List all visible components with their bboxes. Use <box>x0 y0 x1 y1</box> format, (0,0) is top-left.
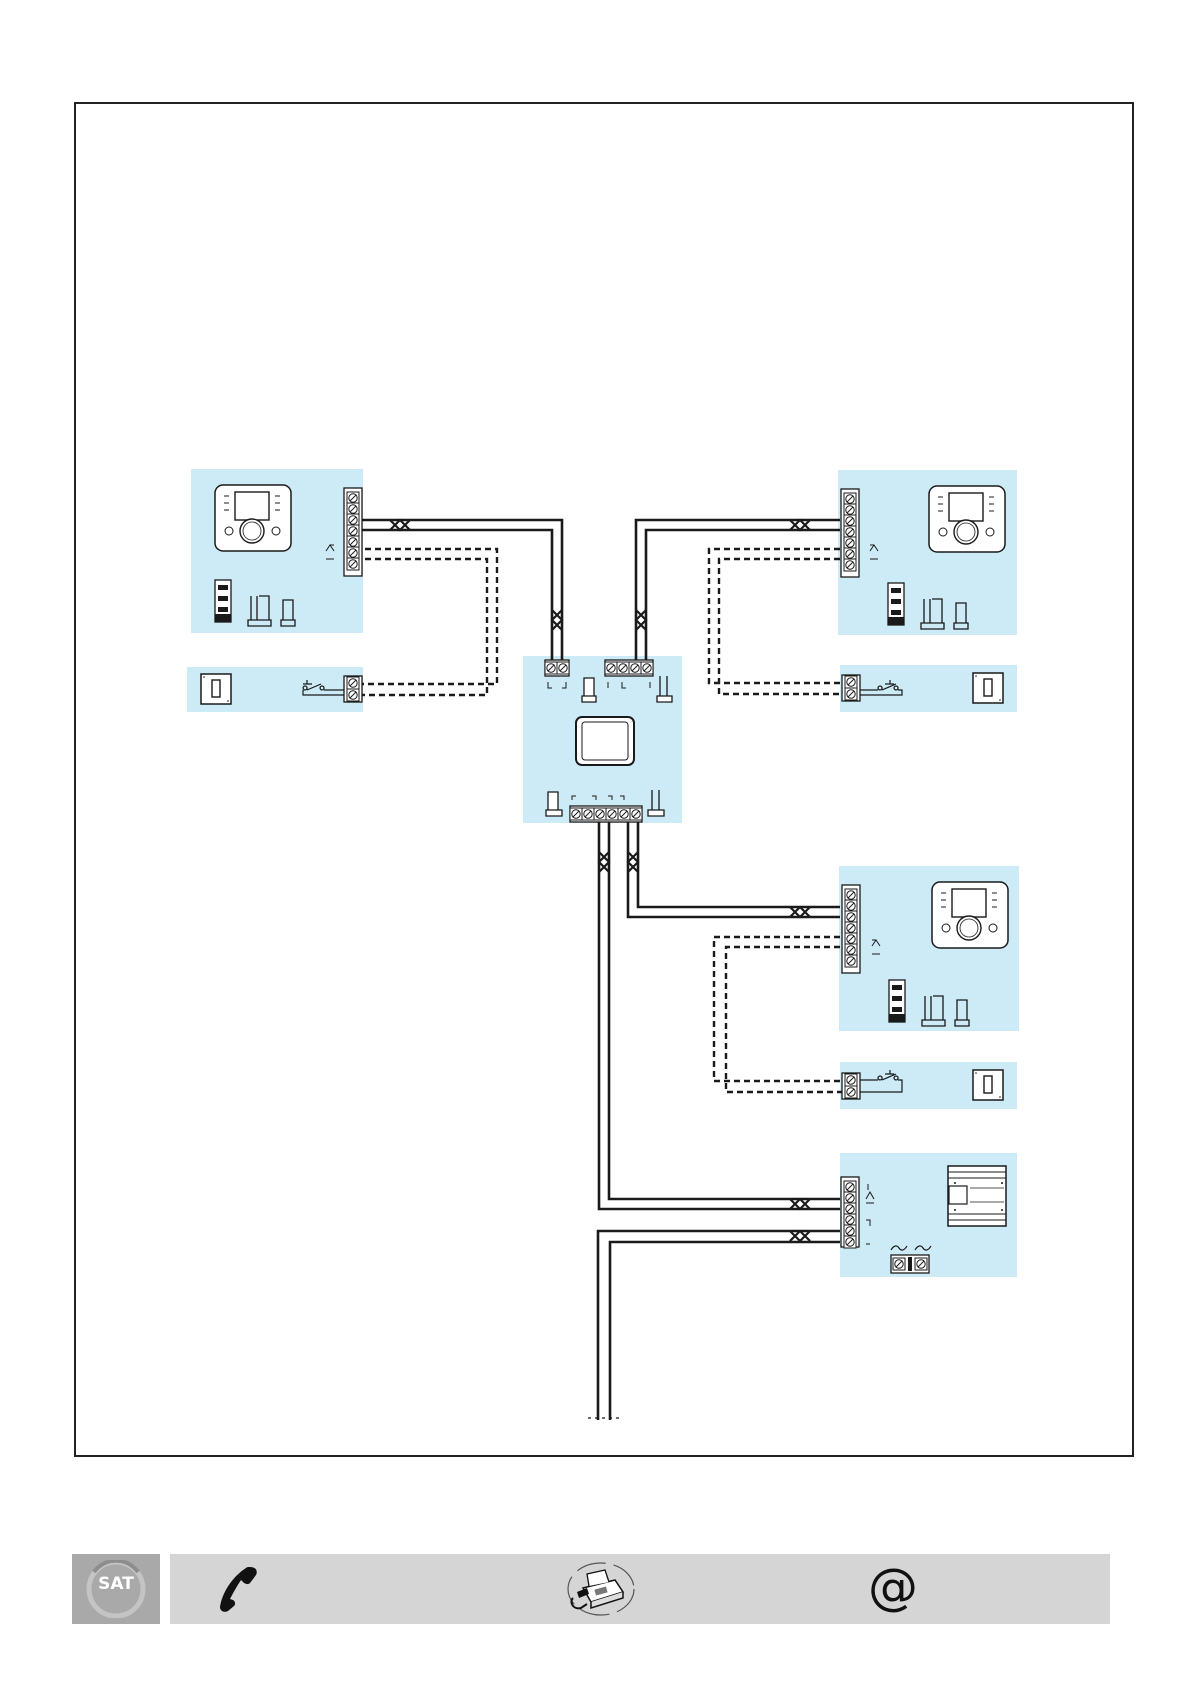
distributor-unit <box>576 717 634 765</box>
terminal-block-top-left <box>344 488 362 576</box>
sat-logo-text: SAT <box>72 1574 160 1594</box>
terminal-block-mid-right <box>842 885 860 973</box>
bus-wires <box>355 520 840 1420</box>
email-at-icon: @ <box>868 1552 918 1622</box>
phone-handset-icon <box>210 1563 270 1615</box>
sat-logo-box: SAT <box>72 1554 160 1624</box>
terminal-block-power-supply <box>841 1177 859 1248</box>
terminal-block-top-right <box>841 489 859 577</box>
din-power-supply-unit <box>948 1166 1006 1226</box>
fax-machine-icon <box>565 1558 637 1620</box>
contact-bar <box>170 1554 1110 1624</box>
